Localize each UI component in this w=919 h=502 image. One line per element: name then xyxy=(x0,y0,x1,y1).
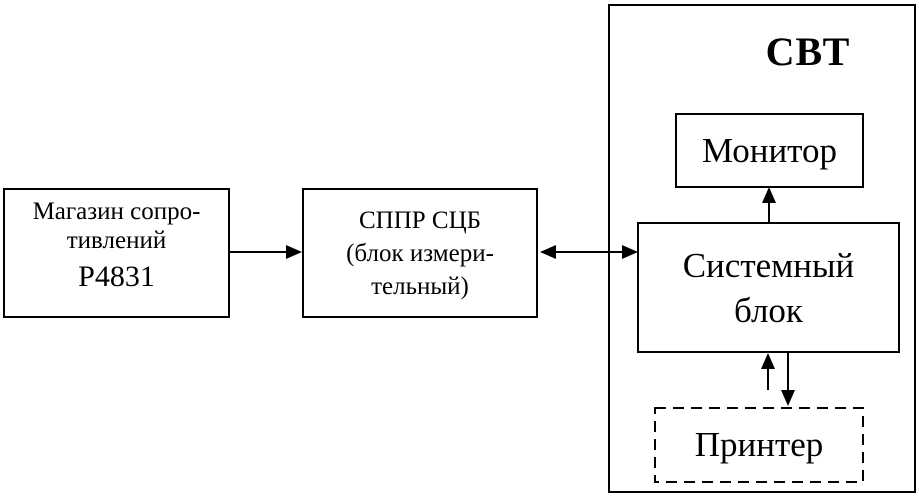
block-sppr: СППР СЦБ (блок измери- тельный) xyxy=(302,188,538,318)
printer-label: Принтер xyxy=(694,425,824,464)
arrow-r4831-to-sppr xyxy=(230,245,302,259)
monitor-label: Монитор xyxy=(701,130,838,170)
svt-title: СВТ xyxy=(765,29,851,74)
block-monitor: Монитор xyxy=(675,113,864,188)
block-printer: Принтер xyxy=(654,407,864,483)
system-unit-label: Системный блок xyxy=(682,245,855,330)
block-resistance-box: Магазин сопро- тивлений Р4831 xyxy=(3,188,230,318)
block-system-unit: Системный блок xyxy=(637,222,900,353)
sppr-label: СППР СЦБ (блок измери- тельный) xyxy=(346,206,494,300)
resistance-box-model: Р4831 xyxy=(78,260,155,293)
resistance-box-name: Магазин сопро- тивлений xyxy=(32,198,201,254)
